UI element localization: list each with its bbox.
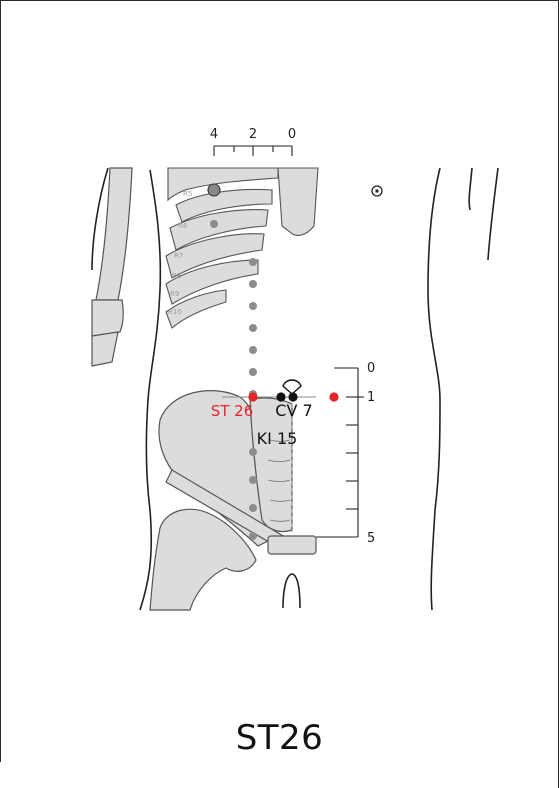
right-scale-label: 0 — [367, 361, 375, 376]
top-scale-label: 2 — [249, 127, 257, 142]
ki15-label: KI 15 — [257, 429, 298, 448]
top-scale-label: 4 — [210, 127, 218, 142]
pelvis-bone — [150, 391, 316, 610]
page-title: ST26 — [0, 718, 559, 758]
navel-mark — [372, 186, 382, 196]
st26-mirror-point — [329, 392, 338, 401]
rib-marker — [208, 184, 220, 196]
arm-bone — [92, 168, 132, 366]
st26-label: ST 26 — [211, 402, 254, 420]
rib-label: R5 — [183, 190, 192, 198]
right-scale — [316, 368, 364, 537]
navel-symbol — [283, 380, 301, 394]
top-scale-labels: 4 2 0 — [210, 127, 296, 142]
right-scale-label: 1 — [367, 390, 375, 405]
st26-point — [248, 392, 257, 401]
rib-label: R9 — [170, 290, 179, 298]
rib-label: R6 — [178, 222, 188, 230]
right-scale-label: 5 — [367, 531, 375, 546]
rib-label: R10 — [168, 308, 182, 316]
top-scale-label: 0 — [288, 127, 296, 142]
cv7-label: CV 7 — [275, 401, 312, 420]
right-scale-labels: 0 1 5 — [367, 361, 375, 546]
top-scale — [214, 146, 292, 156]
rib-label: R7 — [174, 252, 183, 260]
rib-label: R8 — [172, 272, 181, 280]
